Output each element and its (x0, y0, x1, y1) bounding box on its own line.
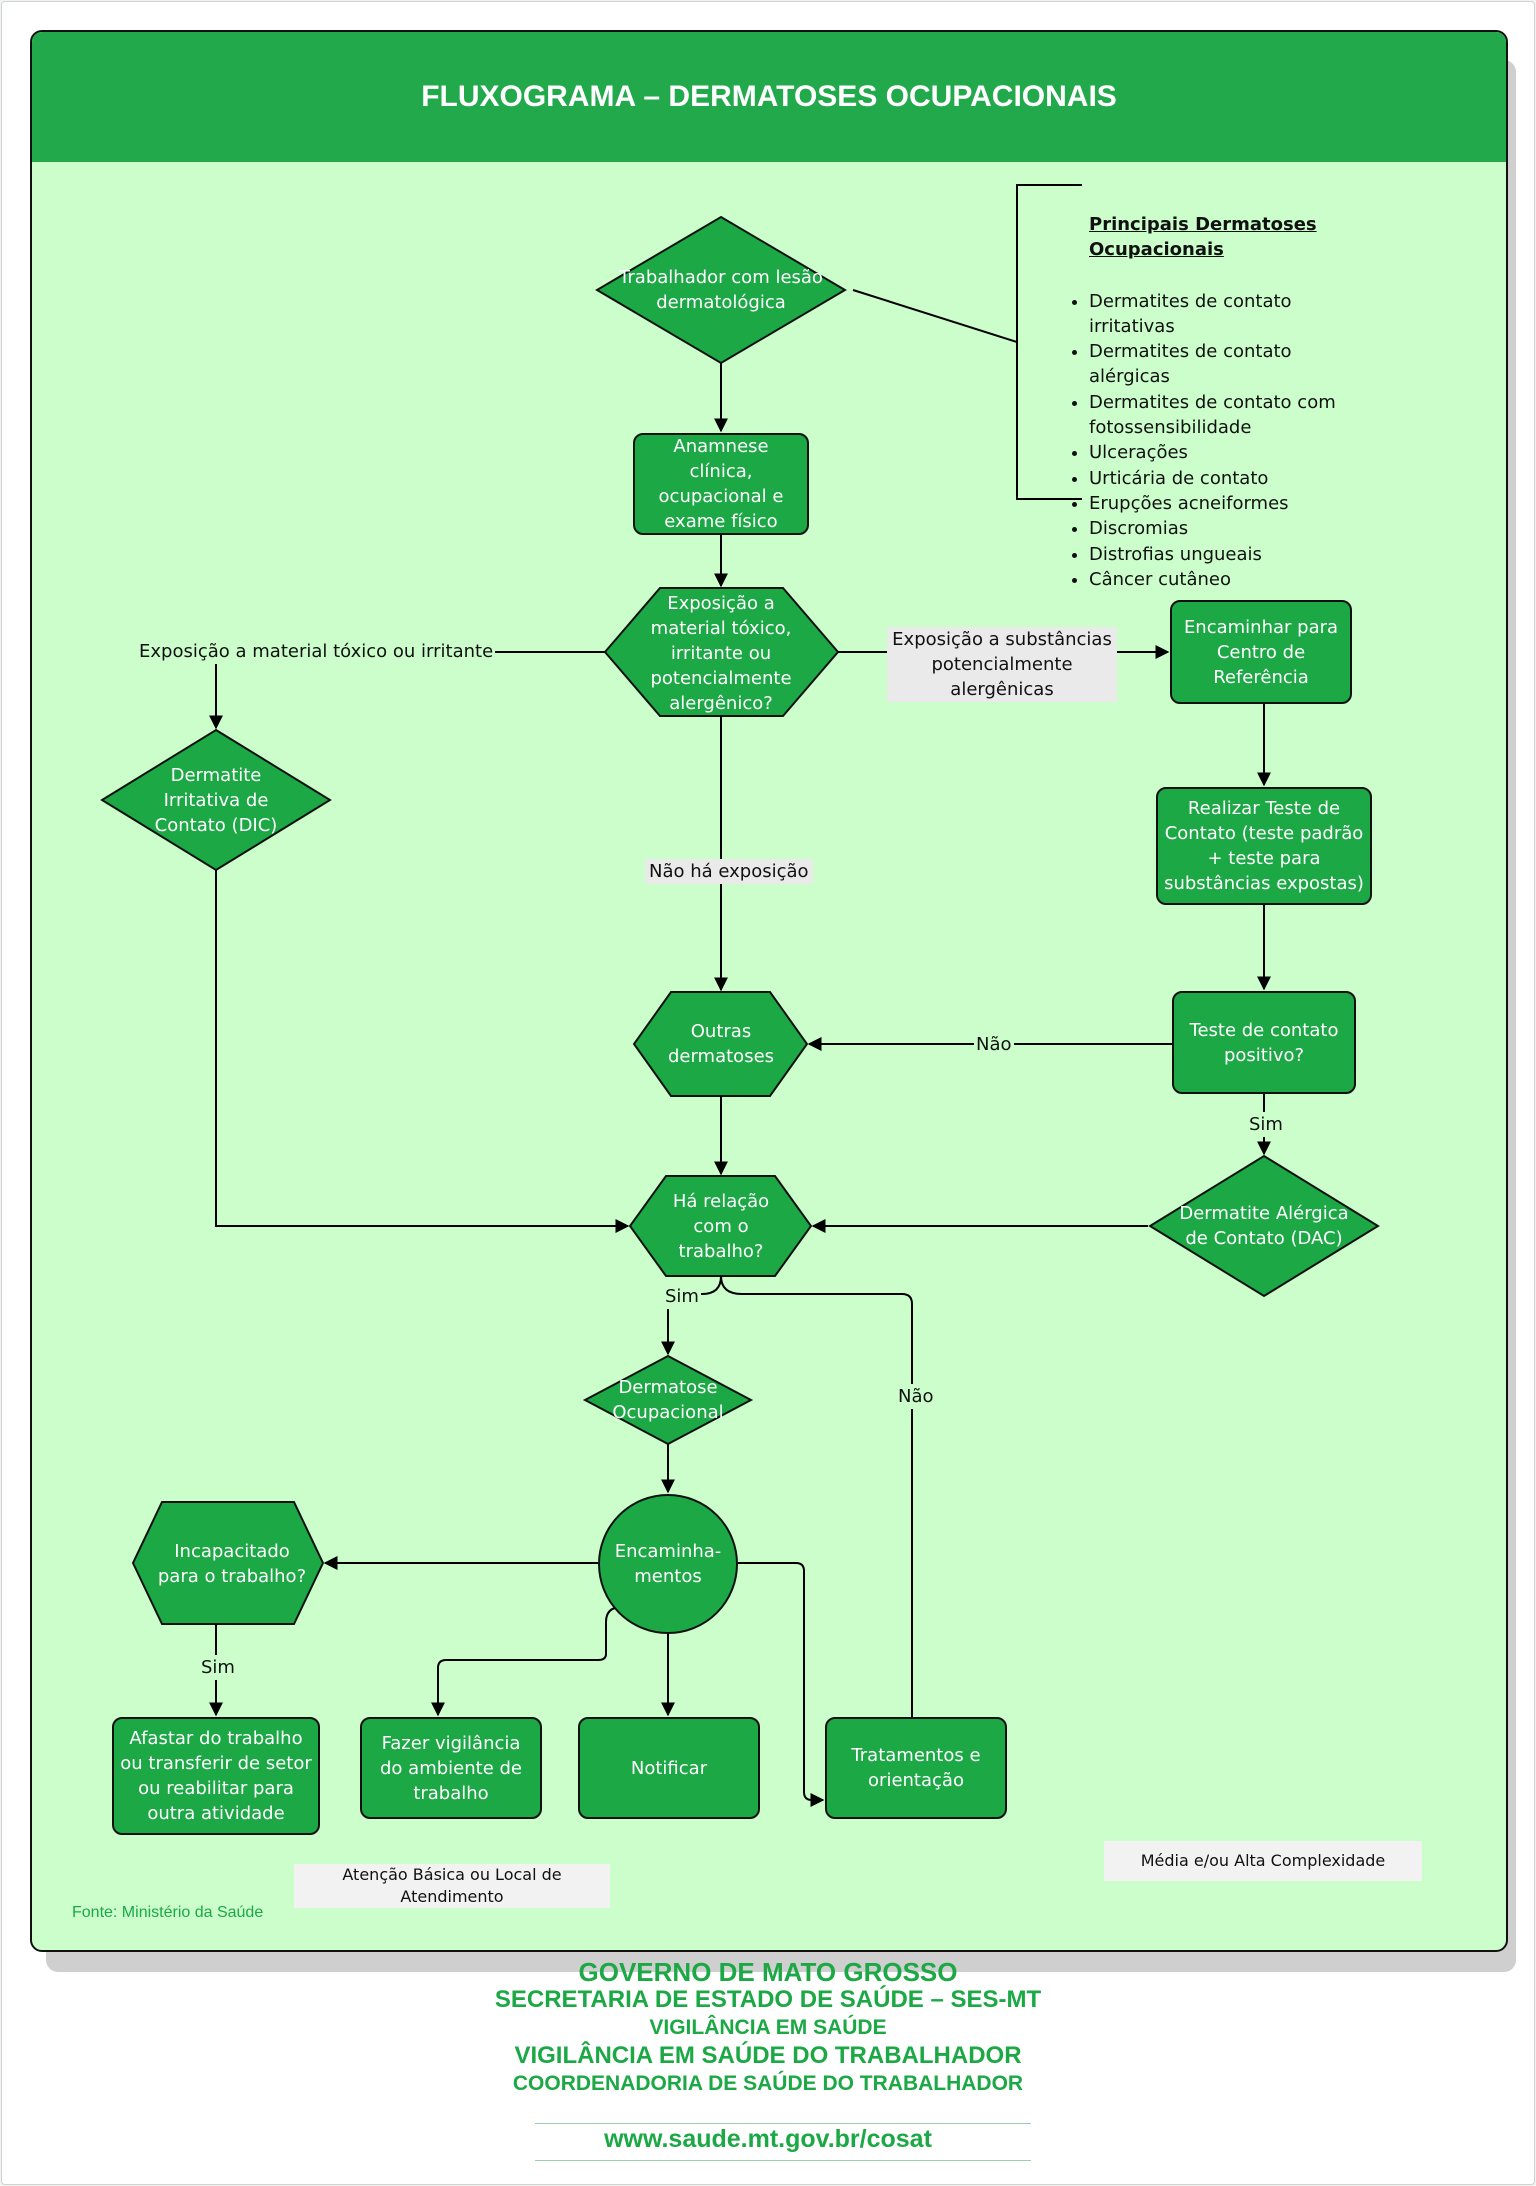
node-trabalhador: Trabalhador com lesão dermatológica (619, 267, 823, 313)
title-bar: FLUXOGRAMA – DERMATOSES OCUPACIONAIS (32, 32, 1506, 162)
note-atencao-basica: Atenção Básica ou Local de Atendimento (294, 1864, 610, 1908)
node-tratamentos: Tratamentos e orientação (825, 1717, 1007, 1819)
list-item: Dermatites de contato irritativas (1089, 289, 1367, 340)
edge-encaminhamentos-tratamentos (738, 1562, 825, 1807)
node-notificar: Notificar (578, 1717, 760, 1819)
node-anamnese: Anamnese clínica, ocupacional e exame fí… (633, 433, 809, 535)
flowchart-panel: FLUXOGRAMA – DERMATOSES OCUPACIONAIS (30, 30, 1508, 1952)
node-afastar: Afastar do trabalho ou transferir de set… (112, 1717, 320, 1835)
label-sim-incapacitado: Sim (199, 1655, 237, 1680)
footer-url-link[interactable]: www.saude.mt.gov.br/cosat (604, 2125, 932, 2153)
node-incapacitado: Incapacitado para o trabalho? (157, 1541, 307, 1587)
footer-divider-bottom (535, 2160, 1031, 2161)
list-item: Dermatites de contato alérgicas (1089, 339, 1367, 390)
note-media-alta: Média e/ou Alta Complexidade (1104, 1841, 1422, 1881)
label-sim-relacao: Sim (663, 1284, 701, 1309)
node-encaminhamentos: Encaminha-mentos (598, 1494, 738, 1634)
node-relacao: Há relação com o trabalho? (672, 1190, 770, 1262)
label-alergenicas-text: Exposição a substâncias potencialmente a… (892, 629, 1112, 700)
node-vigilancia: Fazer vigilância do ambiente de trabalho (360, 1717, 542, 1819)
list-item: Dermatites de contato com fotossensibili… (1089, 390, 1367, 441)
footer: GOVERNO DE MATO GROSSO SECRETARIA DE EST… (0, 1958, 1536, 2098)
list-item: Ulcerações (1089, 440, 1367, 465)
node-incapacitado-shape (131, 1501, 325, 1625)
footer-line-1: GOVERNO DE MATO GROSSO (578, 1957, 958, 1987)
label-toxico: Exposição a material tóxico ou irritante (137, 639, 496, 664)
node-outras: Outras dermatoses (667, 1021, 775, 1067)
footer-line-4: VIGILÂNCIA EM SAÚDE DO TRABALHADOR (514, 2042, 1022, 2069)
list-item: Discromias (1089, 516, 1367, 541)
edge-dic-relacao (215, 870, 630, 1233)
list-item: Urticária de contato (1089, 466, 1367, 491)
footer-line-2: SECRETARIA DE ESTADO DE SAÚDE – SES-MT (494, 1986, 1042, 2013)
principais-dermatoses-list: Principais Dermatoses Ocupacionais Derma… (1047, 212, 1367, 592)
node-relacao-shape (628, 1175, 813, 1277)
node-teste: Realizar Teste de Contato (teste padrão … (1156, 787, 1372, 905)
list-connector (852, 289, 1018, 343)
edge-relacao-nao (720, 1275, 919, 1747)
label-alergenicas: Exposição a substâncias potencialmente a… (887, 627, 1117, 702)
node-dac-shape (1148, 1154, 1380, 1298)
edge-encaminhamentos-vigilancia (431, 1606, 623, 1717)
label-nao-relacao: Não (896, 1384, 936, 1409)
node-teste-positivo: Teste de contato positivo? (1172, 991, 1356, 1094)
list-heading: Principais Dermatoses Ocupacionais (1089, 214, 1317, 261)
node-encaminhar-centro: Encaminhar para Centro de Referência (1170, 600, 1352, 704)
label-nao-teste: Não (974, 1032, 1014, 1057)
list-item: Câncer cutâneo (1089, 567, 1367, 592)
list-item: Erupções acneiformes (1089, 491, 1367, 516)
list-bracket (1016, 184, 1082, 500)
flowchart-svg (100, 184, 1380, 1807)
list-item: Distrofias ungueais (1089, 542, 1367, 567)
footer-line-5: COORDENADORIA DE SAÚDE DO TRABALHADOR (512, 2072, 1024, 2095)
footer-line-3: VIGILÂNCIA EM SAÚDE (649, 2016, 887, 2039)
node-dic: Dermatite Irritativa de Contato (DIC) (154, 764, 278, 836)
node-outras-shape (632, 991, 809, 1097)
label-nao-exposicao: Não há exposição (645, 859, 813, 884)
page-title: FLUXOGRAMA – DERMATOSES OCUPACIONAIS (421, 80, 1117, 113)
label-sim-teste: Sim (1247, 1112, 1285, 1137)
node-dermatose-ocupacional: Dermatose Ocupacional (612, 1377, 724, 1423)
footer-divider-top (535, 2123, 1031, 2124)
source-note: Fonte: Ministério da Saúde (72, 1904, 264, 1921)
node-dac: Dermatite Alérgica de Contato (DAC) (1179, 1203, 1349, 1249)
node-exposicao: Exposição a material tóxico, irritante o… (650, 592, 792, 714)
